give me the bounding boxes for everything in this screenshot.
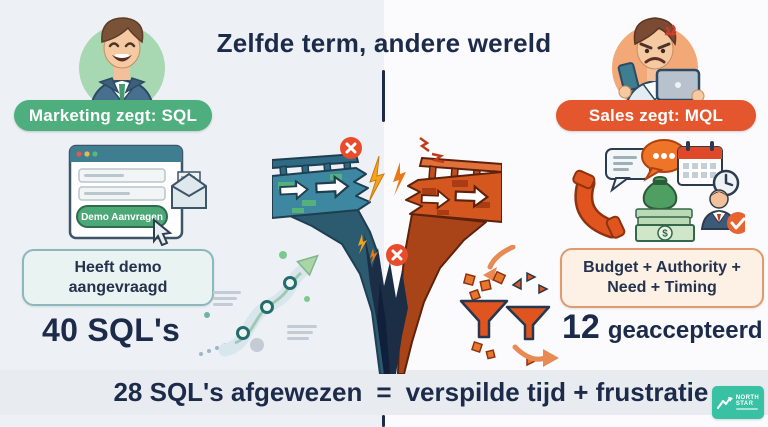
page-title: Zelfde term, andere wereld [216, 28, 552, 58]
angry-sales-avatar [612, 17, 705, 112]
accepted-count-number: 12 [562, 308, 600, 346]
north-star-logo: NORTH STAR [712, 386, 764, 419]
sales-criteria-text: Budget + Authority + Need + Timing [583, 259, 741, 296]
teal-bridge-half [272, 152, 371, 219]
spark-icon [370, 248, 378, 264]
chat-bubbles-icon [605, 139, 687, 193]
happy-marketer-avatar [79, 17, 165, 112]
dollar-bills-icon: $ [635, 208, 695, 242]
cursor-icon [153, 217, 173, 246]
lightning-icon [393, 162, 406, 196]
marketing-criteria-text: Heeft demo aangevraagd [68, 258, 168, 296]
demo-form-window: Demo Aanvragen [68, 144, 207, 246]
bottom-summary: 28 SQL's afgewezen = verspilde tijd + fr… [0, 370, 768, 415]
orange-bridge-half [405, 156, 502, 223]
marketing-criteria-box: Heeft demo aangevraagd [22, 249, 214, 306]
growth-arrow-chart [199, 251, 319, 357]
logo-line1: NORTH [735, 394, 760, 401]
money-icon: $ [635, 175, 695, 242]
error-x-badge [340, 137, 362, 159]
dollar-glyph: $ [662, 229, 668, 240]
broken-bridge-illustration [272, 136, 502, 374]
phone-icon [572, 169, 626, 239]
error-x-badge [386, 244, 408, 266]
accepted-count-label: geaccepteerd [607, 317, 763, 344]
logo-line2: STAR [735, 401, 754, 407]
bottom-summary-right: verspilde tijd + frustratie [405, 377, 709, 407]
sales-criteria-box: Budget + Authority + Need + Timing [560, 248, 764, 308]
crack-mark [419, 136, 430, 153]
rejected-funnel-illustration [459, 245, 559, 367]
bottom-summary-bar [0, 370, 768, 415]
north-star-logo-icon [716, 396, 733, 409]
sales-badge: Sales zegt: MQL [556, 100, 756, 131]
funnel-icon [459, 299, 509, 339]
accepted-count: 12 geaccepteerd [562, 308, 763, 347]
sales-tools-icons: $ [572, 139, 745, 242]
logo-tagline-line [735, 408, 758, 411]
money-bag-icon [642, 175, 678, 211]
bottom-summary-left: 28 SQL's afgewezen [113, 377, 363, 407]
center-divider-top [382, 70, 385, 122]
anger-mark-icon [664, 24, 677, 36]
marketing-badge: Marketing zegt: SQL [14, 100, 212, 131]
spark-icon [358, 234, 367, 254]
demo-button-label: Demo Aanvragen [81, 212, 163, 223]
sql-count: 40 SQL's [42, 312, 181, 348]
bottom-summary-equals: = [376, 377, 392, 407]
crack-mark [431, 152, 445, 164]
salesperson-check-icon [700, 189, 745, 234]
funnel-icon [505, 305, 551, 341]
lightning-icon [368, 155, 385, 203]
phone-in-hand-icon [617, 62, 640, 99]
center-divider-bottom [382, 415, 385, 427]
tablet-in-hand-icon [655, 68, 705, 103]
demo-button-shape [76, 205, 168, 228]
envelope-icon [171, 171, 207, 209]
calendar-icon [677, 141, 740, 197]
